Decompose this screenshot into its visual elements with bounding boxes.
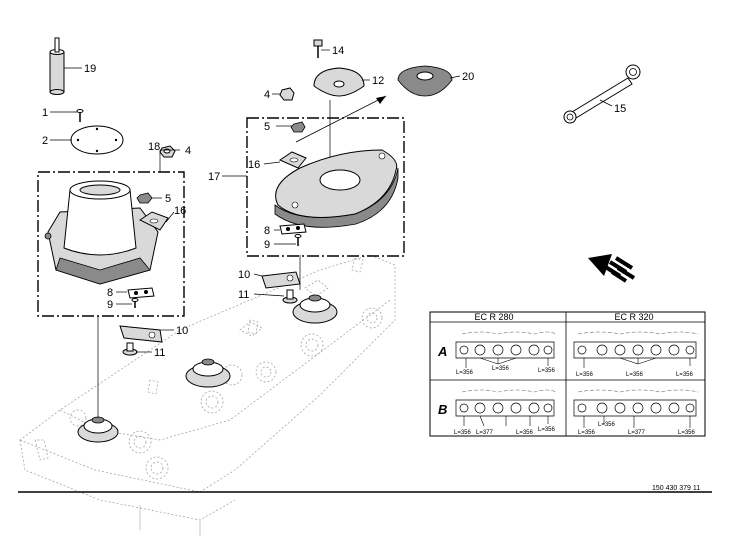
b-ecr320-length-1: L=356 (578, 430, 596, 436)
callout-19: 19 (84, 63, 96, 75)
callout-labels: 1 2 4 5 16 18 8 9 10 11 19 4 5 16 17 8 9… (42, 45, 626, 359)
a-ecr320-length-3: L=356 (676, 372, 694, 378)
callout-12: 12 (372, 75, 384, 87)
table-col-header-ecr280: EC R 280 (474, 312, 513, 322)
callout-11-left: 11 (154, 347, 165, 359)
wrench-15 (563, 64, 641, 124)
cover-plate (70, 125, 124, 155)
callout-18: 18 (148, 141, 160, 153)
assembly-group-17-outline (246, 117, 405, 257)
a-ecr280-length-2: L=356 (492, 366, 510, 372)
b-ecr280-length-1: L=356 (454, 430, 472, 436)
bolt-9-left (131, 298, 139, 308)
callout-16-left: 16 (174, 205, 186, 217)
travel-direction-arrow (588, 254, 636, 283)
schematic-b-ecr320: L=356 L=356 L=377 L=356 (573, 389, 699, 436)
washer-5-right (290, 121, 306, 133)
a-ecr320-length-2: L=356 (626, 372, 644, 378)
callout-10-right: 10 (238, 269, 250, 281)
table-row-label-b: B (438, 402, 447, 417)
b-ecr320-length-4: L=356 (678, 430, 696, 436)
pin-19 (49, 37, 65, 95)
a-ecr280-length-3: L=356 (538, 368, 556, 374)
holder-16-left (139, 211, 169, 231)
blade-10-left (119, 325, 163, 343)
callout-2: 2 (42, 135, 48, 147)
variant-table: EC R 280 EC R 320 A B L=356 L=356 L=356 (429, 311, 706, 437)
leader-lines (50, 49, 613, 353)
spacer-8-left (127, 287, 155, 299)
cutter-bar-outline (19, 254, 396, 536)
callout-4-left: 4 (185, 145, 191, 157)
schematic-a-ecr320: L=356 L=356 L=356 (573, 331, 699, 378)
table-col-header-ecr320: EC R 320 (614, 312, 653, 322)
holder-16-right (278, 151, 307, 169)
callout-9-left: 9 (107, 299, 113, 311)
disc-hub-right (292, 294, 338, 324)
screw-1 (76, 109, 84, 122)
washer-5-left (136, 192, 153, 204)
callout-8-right: 8 (264, 225, 270, 237)
b-ecr320-length-3: L=377 (628, 430, 646, 436)
callout-5-left: 5 (165, 193, 171, 205)
disc-hub-middle (185, 358, 231, 388)
b-ecr280-length-3: L=356 (516, 430, 534, 436)
schematic-a-ecr280: L=356 L=356 L=356 (455, 331, 557, 376)
b-ecr320-length-2: L=356 (598, 422, 616, 428)
callout-16-right: 16 (248, 159, 260, 171)
callout-10-left: 10 (176, 325, 188, 337)
cap-12 (313, 67, 365, 97)
direction-guide-line (295, 95, 387, 143)
nut-4-right (279, 87, 295, 101)
bolt-9-right (294, 234, 302, 246)
bolt-11-right (282, 289, 298, 304)
nut-4-left (159, 145, 176, 158)
cutting-disc-17 (274, 149, 399, 228)
drawing-reference-number: 150 430 379 11 (652, 485, 700, 492)
spacer-8-right (279, 223, 307, 235)
callout-9-right: 9 (264, 239, 270, 251)
a-ecr280-length-1: L=356 (456, 370, 474, 376)
table-row-label-a: A (437, 344, 447, 359)
a-ecr320-length-1: L=356 (576, 372, 594, 378)
callout-15: 15 (614, 103, 626, 115)
callout-1: 1 (42, 107, 48, 119)
callout-5-right: 5 (264, 121, 270, 133)
callout-17: 17 (208, 171, 220, 183)
callout-14: 14 (332, 45, 344, 57)
assembly-group-18-outline (37, 171, 185, 317)
guide-arrow-head (376, 96, 386, 104)
callout-4-right: 4 (264, 89, 270, 101)
callout-11-right: 11 (238, 289, 249, 301)
bolt-11-left (122, 342, 138, 356)
dome-housing (44, 180, 159, 285)
b-ecr280-length-4: L=356 (538, 427, 556, 433)
b-ecr280-length-2: L=377 (476, 430, 494, 436)
callout-20: 20 (462, 71, 474, 83)
disc-hub-left (77, 416, 119, 443)
cap-20 (397, 65, 453, 97)
schematic-b-ecr280: L=356 L=377 L=356 L=356 (454, 389, 557, 436)
screw-14 (313, 39, 323, 58)
blade-10-right (261, 271, 301, 289)
callout-8-left: 8 (107, 287, 113, 299)
